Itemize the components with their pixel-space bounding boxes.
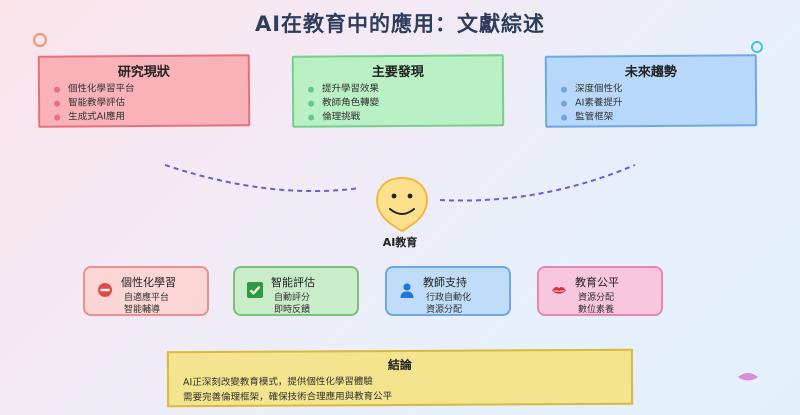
card-detail: 數位素養	[578, 305, 615, 315]
center-node-label: AI教育	[382, 236, 418, 249]
card-title: 個性化學習	[121, 276, 176, 289]
box-title: 主要發現	[371, 64, 424, 81]
bullet-dot-icon	[307, 86, 315, 93]
list-item: 深度個性化	[560, 82, 623, 96]
box-research-status: 研究現狀 個性化學習平台 智能教學評估 生成式AI應用	[37, 54, 251, 128]
left-dashed-arc	[164, 164, 361, 193]
bullet-dot-icon	[53, 86, 61, 93]
list-item: 監管框架	[561, 110, 623, 124]
card-detail: 行政自動化	[426, 293, 472, 303]
page-title: AI在教育中的應用：文獻綜述	[254, 12, 546, 36]
bullet-dot-icon	[561, 114, 568, 121]
box-title: 研究現狀	[117, 64, 170, 81]
conclusion-title: 結論	[387, 357, 412, 373]
bullet-dot-icon	[54, 114, 61, 121]
person-icon	[400, 283, 414, 298]
list-item: 生成式AI應用	[54, 110, 135, 125]
smiley-face-icon	[376, 176, 428, 233]
no-entry-icon	[98, 283, 112, 297]
card-personalized-learning: 個性化學習 自適應平台 智能輔導	[83, 266, 209, 316]
card-title: 教育公平	[575, 276, 619, 289]
card-detail: 資源分配	[578, 293, 615, 303]
bullet-dot-icon	[308, 114, 315, 121]
box-future-trends: 未來趨勢 深度個性化 AI素養提升 監管框架	[544, 54, 758, 128]
list-item: 個性化學習平台	[53, 82, 135, 97]
box-title: 未來趨勢	[624, 64, 677, 81]
box-main-findings: 主要發現 提升學習效果 教師角色轉變 倫理挑戰	[291, 54, 505, 128]
list-item: 倫理挑戰	[308, 110, 379, 124]
bullet-dot-icon	[560, 86, 568, 93]
conclusion-line: AI正深刻改變教育模式，提供個性化學習體驗	[182, 376, 373, 389]
card-detail: 自適應平台	[124, 293, 170, 303]
list-item: AI素養提升	[561, 96, 623, 110]
lips-decoration-icon	[738, 373, 758, 381]
teal-ring-decoration	[751, 41, 763, 53]
card-title: 智能評估	[271, 276, 315, 289]
orange-ring-decoration	[33, 33, 47, 47]
conclusion-line: 需要完善倫理框架，確保技術合理應用與教育公平	[183, 391, 393, 404]
card-detail: 自動評分	[274, 293, 311, 303]
list-item: 智能教學評估	[54, 96, 135, 111]
card-teacher-support: 教師支持 行政自動化 資源分配	[385, 266, 511, 316]
bullet-dot-icon	[54, 100, 61, 107]
conclusion-box: 結論 AI正深刻改變教育模式，提供個性化學習體驗 需要完善倫理框架，確保技術合理…	[166, 348, 634, 408]
check-mark-icon	[247, 282, 263, 298]
card-smart-assessment: 智能評估 自動評分 即時反饋	[233, 266, 359, 316]
card-title: 教師支持	[423, 276, 467, 289]
bullet-dot-icon	[561, 100, 568, 107]
right-dashed-arc	[439, 164, 636, 202]
list-item: 教師角色轉變	[308, 96, 379, 110]
card-detail: 即時反饋	[274, 305, 311, 315]
bullet-dot-icon	[308, 100, 315, 107]
list-item: 提升學習效果	[307, 82, 379, 96]
card-education-equity: 教育公平 資源分配 數位素養	[537, 266, 663, 316]
card-detail: 資源分配	[426, 305, 463, 315]
lips-icon	[552, 287, 566, 294]
card-detail: 智能輔導	[124, 305, 161, 315]
